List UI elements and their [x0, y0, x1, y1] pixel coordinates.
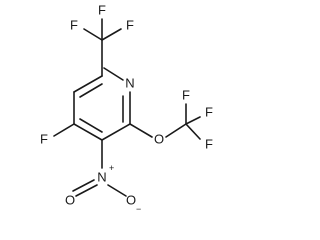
- bond-cf3-f-lower-right: [185, 123, 201, 140]
- pyridine-ring: [73, 67, 131, 141]
- atom-o-nitro-single: O: [126, 192, 136, 207]
- atom-f-top-right: F: [126, 17, 134, 32]
- atom-n-nitro: N: [97, 169, 106, 184]
- bond-cf3-f-left: [83, 28, 103, 41]
- bond-c5-c6-inner: [79, 83, 103, 98]
- bond-cf3-f-right: [101, 28, 122, 41]
- atom-f-right-2: F: [205, 104, 213, 119]
- charge-n-nitro: +: [109, 163, 114, 173]
- atom-n-ring: N: [125, 75, 134, 90]
- atom-f-ring: F: [40, 131, 48, 146]
- bond-c3-c4: [73, 123, 103, 141]
- bond-n-o-double-b: [72, 179, 95, 192]
- bond-c3-c4-inner: [79, 118, 103, 133]
- atom-f-top-left: F: [70, 17, 78, 32]
- bond-c5-c6: [73, 75, 103, 93]
- atom-f-right-1: F: [182, 87, 190, 102]
- bond-c4-f: [53, 123, 75, 137]
- bond-c6-n1: [103, 67, 124, 81]
- bond-n-o-double-a: [75, 184, 98, 197]
- bond-n-o-single: [107, 184, 127, 197]
- nitro-group: [72, 139, 127, 197]
- bond-o-cf3: [165, 123, 187, 138]
- bond-c2-c3: [101, 123, 131, 141]
- trifluoromethoxy: [129, 103, 201, 140]
- atom-f-right-3: F: [205, 136, 213, 151]
- atom-f-top-mid: F: [98, 2, 106, 17]
- trifluoromethyl-top: [83, 18, 122, 77]
- bond-cf3-f-upper-right: [185, 116, 201, 125]
- atom-o-ether: O: [154, 131, 164, 146]
- charge-o-nitro: −: [136, 204, 141, 214]
- atom-o-nitro-double: O: [65, 192, 75, 207]
- chemical-structure: F F F N F F F O F N + O O −: [40, 2, 213, 214]
- bond-c2-o: [129, 123, 153, 138]
